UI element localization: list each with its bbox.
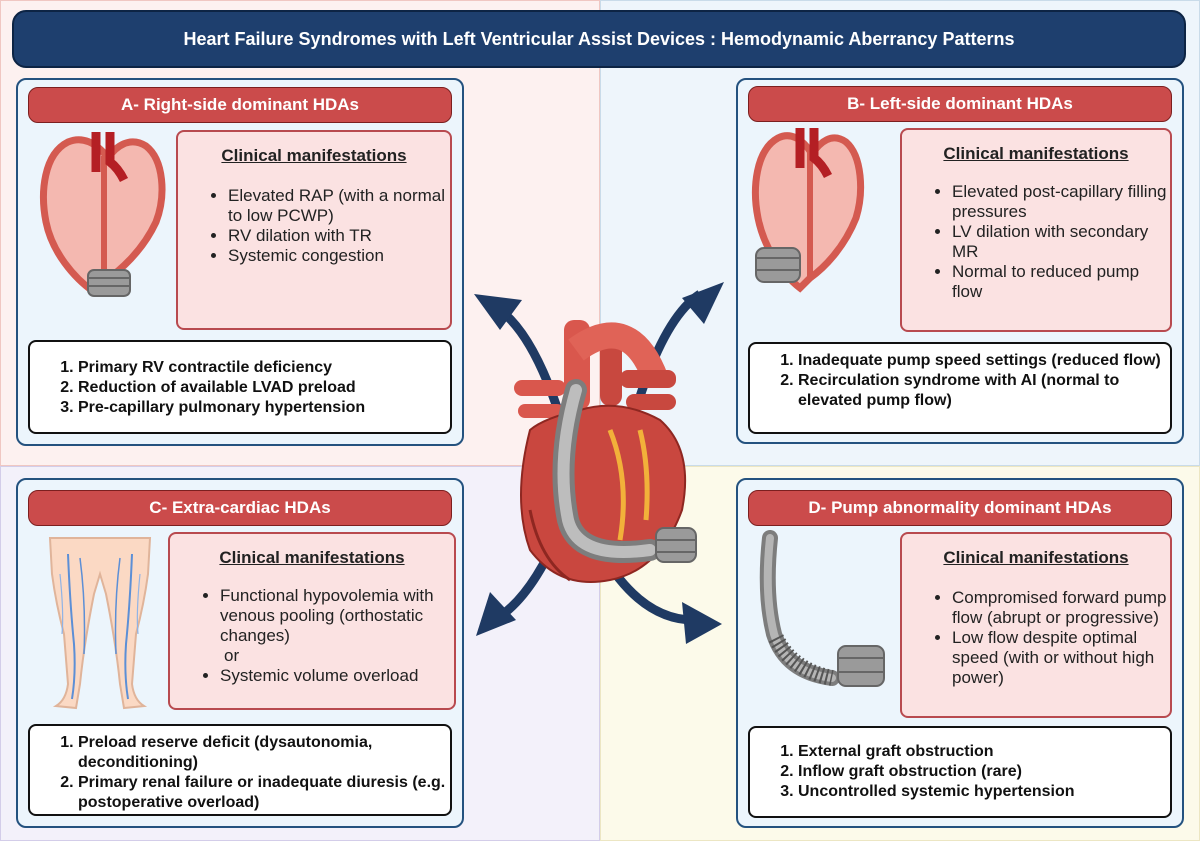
curved-arrow-icon — [476, 592, 516, 636]
cause-item: Preload reserve deficit (dysautonomia, d… — [78, 733, 450, 773]
or-text: or — [224, 646, 240, 665]
panel-d-clinical-title: Clinical manifestations — [943, 548, 1129, 567]
cause-item: Inadequate pump speed settings (reduced … — [798, 351, 1170, 371]
lvad-pump-cannula-icon — [759, 530, 885, 687]
manifestation-item: Compromised forward pump flow (abrupt or… — [952, 588, 1170, 628]
page-title: Heart Failure Syndromes with Left Ventri… — [12, 10, 1186, 68]
panel-a-causes-box: Primary RV contractile deficiency Reduct… — [28, 340, 452, 434]
panel-b-clinical-box: Clinical manifestations Elevated post-ca… — [900, 128, 1172, 332]
manifestation-item: Low flow despite optimal speed (with or … — [952, 628, 1170, 688]
panel-c-header: C- Extra-cardiac HDAs — [28, 490, 452, 526]
panel-b-header: B- Left-side dominant HDAs — [748, 86, 1172, 122]
cause-item: Reduction of available LVAD preload — [78, 378, 450, 398]
panel-c-clinical-box: Clinical manifestations Functional hypov… — [168, 532, 456, 710]
cause-item: Recirculation syndrome with AI (normal t… — [798, 371, 1170, 411]
manifestation-item: Elevated RAP (with a normal to low PCWP) — [228, 186, 450, 226]
cause-item: Pre-capillary pulmonary hypertension — [78, 398, 450, 418]
panel-b-causes-box: Inadequate pump speed settings (reduced … — [748, 342, 1172, 434]
cause-item: Inflow graft obstruction (rare) — [798, 762, 1170, 782]
panel-a-clinical-box: Clinical manifestations Elevated RAP (wi… — [176, 130, 452, 330]
cause-item: Primary RV contractile deficiency — [78, 358, 450, 378]
heart-cross-section-icon — [40, 132, 166, 297]
manifestation-item: LV dilation with secondary MR — [952, 222, 1170, 262]
panel-c-causes-box: Preload reserve deficit (dysautonomia, d… — [28, 724, 452, 816]
manifestation-item: Functional hypovolemia with venous pooli… — [220, 586, 454, 646]
manifestation-item: Normal to reduced pump flow — [952, 262, 1170, 302]
heart-cross-section-icon — [752, 128, 865, 293]
curved-arrow-icon — [682, 282, 724, 324]
panel-a-clinical-title: Clinical manifestations — [221, 146, 407, 165]
manifestation-item: Systemic volume overload — [220, 666, 454, 686]
panel-a-header: A- Right-side dominant HDAs — [28, 87, 452, 123]
cause-item: Primary renal failure or inadequate diur… — [78, 773, 450, 813]
panel-d-causes-box: External graft obstruction Inflow graft … — [748, 726, 1172, 818]
curved-arrow-icon — [474, 294, 522, 330]
manifestation-item: Systemic congestion — [228, 246, 450, 266]
panel-d-header: D- Pump abnormality dominant HDAs — [748, 490, 1172, 526]
manifestation-item: Elevated post-capillary filling pressure… — [952, 182, 1170, 222]
panel-d-clinical-box: Clinical manifestations Compromised forw… — [900, 532, 1172, 718]
curved-arrow-icon — [682, 602, 722, 644]
heart-with-lvad-icon — [474, 282, 724, 644]
cause-item: Uncontrolled systemic hypertension — [798, 782, 1170, 802]
cause-item: External graft obstruction — [798, 742, 1170, 762]
panel-c-clinical-title: Clinical manifestations — [219, 548, 405, 567]
panel-b-clinical-title: Clinical manifestations — [943, 144, 1129, 163]
manifestation-item: RV dilation with TR — [228, 226, 450, 246]
legs-venous-icon — [48, 537, 152, 710]
